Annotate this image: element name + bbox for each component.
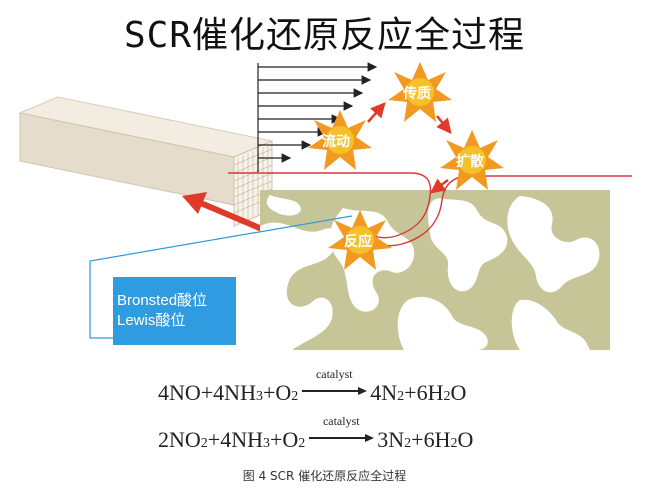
acid-sites-box: Bronsted酸位 Lewis酸位 bbox=[113, 277, 236, 345]
star-mass-transfer-icon bbox=[388, 62, 452, 122]
pointer-arrow-icon bbox=[182, 192, 265, 232]
star-flow-icon bbox=[308, 110, 372, 170]
page-title: SCR催化还原反应全过程 bbox=[123, 15, 526, 56]
star-mass-transfer-label: 传质 bbox=[403, 86, 431, 102]
eq2-term: +O bbox=[269, 427, 299, 452]
star-flow-label: 流动 bbox=[322, 134, 350, 150]
process-arrows bbox=[367, 102, 452, 194]
star-reaction-label: 反应 bbox=[344, 234, 372, 250]
eq2-term: 2NO bbox=[158, 427, 201, 452]
eq1-reaction-arrow: catalyst bbox=[300, 367, 368, 400]
eq2-reaction-arrow: catalyst bbox=[307, 414, 375, 447]
flow-profile-arrows bbox=[257, 62, 378, 172]
eq1-term: 4N bbox=[370, 380, 398, 405]
eq2-catalyst-label: catalyst bbox=[322, 414, 360, 428]
reaction-arrow-icon bbox=[309, 434, 375, 442]
eq1-term: O bbox=[450, 380, 467, 405]
eq1-term: +O bbox=[262, 380, 292, 405]
reaction-arrow-icon bbox=[302, 387, 368, 395]
callout-line bbox=[89, 215, 353, 339]
star-reaction-icon bbox=[328, 210, 392, 270]
star-diffusion-label: 扩散 bbox=[456, 154, 484, 170]
eq1-catalyst-label: catalyst bbox=[315, 367, 353, 381]
catalyst-pore-block bbox=[260, 190, 610, 351]
honeycomb-catalyst-icon bbox=[18, 96, 274, 227]
eq2-term: +6H bbox=[411, 427, 451, 452]
eq1-term: 4NO+4NH bbox=[158, 380, 256, 405]
eq2-term: 3N bbox=[377, 427, 405, 452]
figure-caption: 图 4 SCR 催化还原反应全过程 bbox=[242, 469, 407, 483]
eq2-term: O bbox=[457, 427, 474, 452]
eq1-term: +6H bbox=[404, 380, 444, 405]
eq2-term: +4NH bbox=[207, 427, 263, 452]
acid-site-bronsted: Bronsted酸位 bbox=[117, 292, 208, 309]
acid-site-lewis: Lewis酸位 bbox=[117, 312, 186, 329]
star-diffusion-icon bbox=[440, 130, 504, 190]
